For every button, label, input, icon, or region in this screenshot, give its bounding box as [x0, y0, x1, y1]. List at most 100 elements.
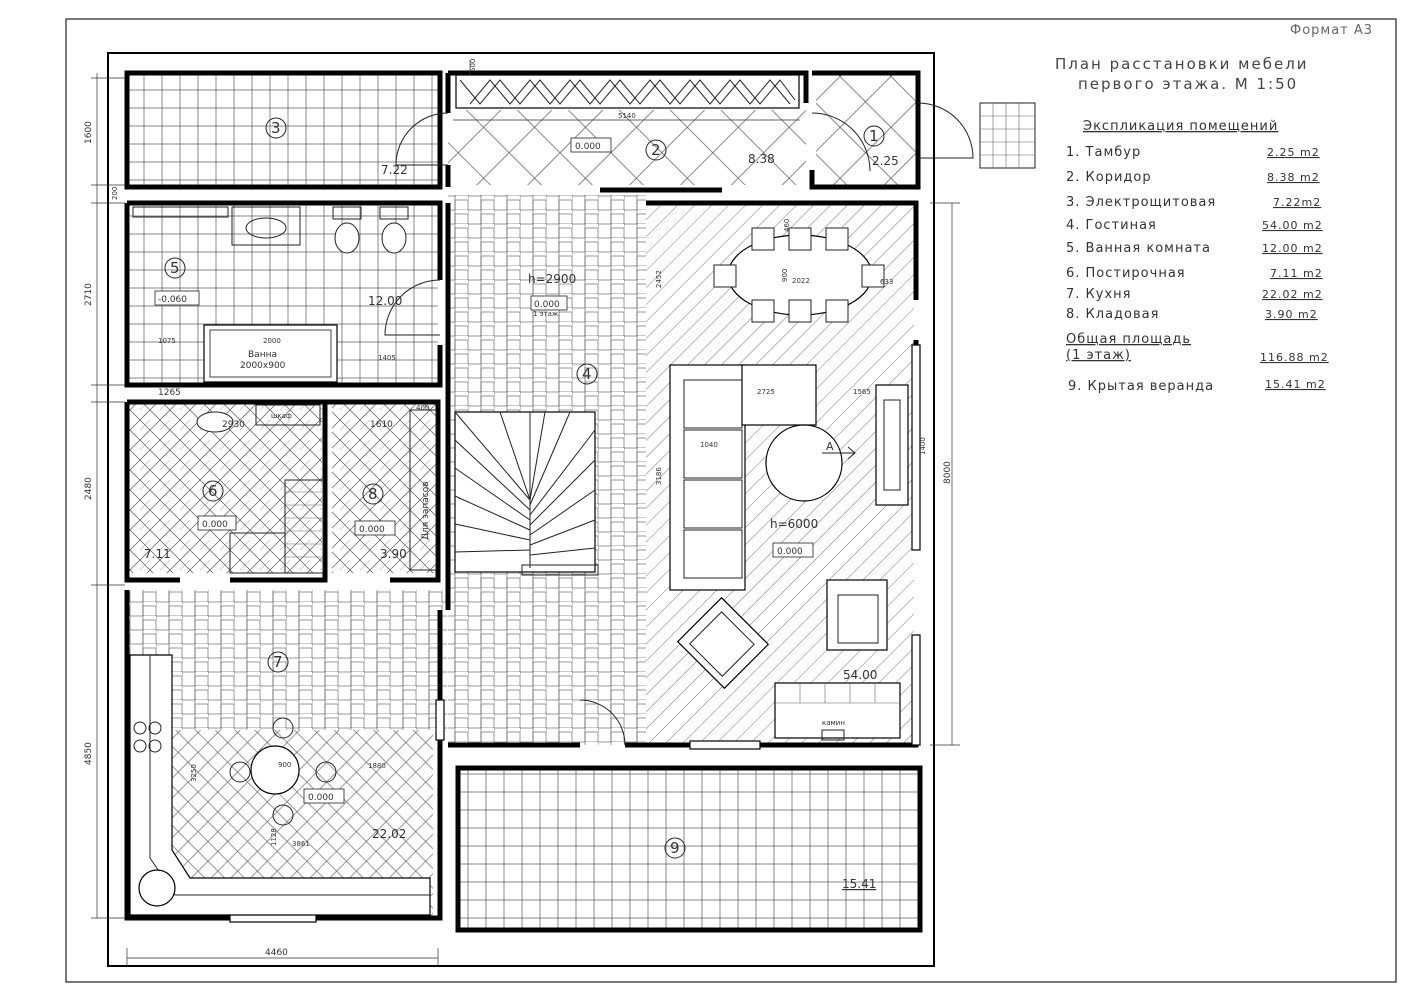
outer-frame	[65, 18, 1397, 983]
room-1-number: 1	[869, 127, 879, 145]
room-9-number: 9	[670, 839, 680, 857]
dim-500: 500	[469, 59, 477, 72]
legend-item-area: 8.38 m2	[1267, 171, 1320, 184]
legend-item-area: 7.11 m2	[1270, 267, 1323, 280]
dim-3250: 3250	[190, 764, 198, 782]
legend-item-name: 6. Постирочная	[1066, 266, 1186, 281]
dim-2930: 2930	[222, 420, 245, 430]
legend-item-area: 7.22m2	[1273, 196, 1321, 209]
kitchen-upper-floor	[127, 590, 447, 730]
room-4-level: 0.000	[534, 300, 560, 310]
room-2-number: 2	[651, 141, 661, 159]
dim-2480: 2480	[84, 477, 94, 500]
dim-460: 460	[783, 219, 791, 232]
legend-item-name: 5. Ванная комната	[1066, 241, 1211, 256]
room-7-number: 7	[273, 653, 283, 671]
utility-fixtures	[196, 404, 437, 574]
plan-title-line1: План расстановки мебели	[1055, 55, 1309, 73]
room-2-level: 0.000	[575, 142, 601, 152]
room-7-level: 0.000	[308, 793, 334, 803]
dim-3186: 3186	[655, 467, 663, 485]
dim-4850: 4850	[84, 742, 94, 765]
entrance-steps	[979, 102, 1036, 169]
dim-2000: 2000	[263, 337, 281, 345]
dim-2710: 2710	[84, 283, 94, 306]
legend-veranda-area: 15.41 m2	[1265, 378, 1326, 391]
legend-item-name: 2. Коридор	[1066, 170, 1152, 185]
living-furniture	[669, 364, 909, 741]
kitchen-furniture	[129, 654, 431, 916]
room-1-area: 2.25	[872, 154, 899, 168]
dining-table	[713, 227, 885, 323]
dim-8000: 8000	[943, 461, 953, 484]
room-8-floor	[332, 403, 438, 573]
room-4-floor: 1 этаж	[533, 310, 559, 318]
dim-900-kitchen: 900	[278, 761, 291, 769]
room-3-floor	[127, 75, 438, 185]
room-labels: 3 7.22 2 0.000 8.38 1 2.25 5 -0.060 12.0…	[144, 117, 899, 891]
staircase	[454, 411, 599, 576]
dim-1565: 1565	[853, 388, 871, 396]
dim-5140: 5140	[618, 112, 636, 120]
living-area: 54.00	[843, 668, 877, 682]
corridor-wardrobe	[455, 74, 800, 109]
dimension-lines	[91, 60, 960, 966]
section-mark: А	[826, 440, 834, 453]
room-5-number: 5	[170, 259, 180, 277]
legend-item-name: 1. Тамбур	[1066, 145, 1141, 160]
dim-1610: 1610	[370, 420, 393, 430]
room-2-floor	[448, 110, 806, 185]
legend-heading: Экспликация помещений	[1083, 119, 1278, 134]
dim-1400: 1400	[919, 437, 927, 455]
legend-item-area: 2.25 m2	[1267, 146, 1320, 159]
room-7-area: 22.02	[372, 827, 406, 841]
dim-1128: 1128	[270, 828, 278, 846]
dim-1265: 1265	[158, 388, 181, 398]
dim-633: 633	[880, 278, 893, 286]
room-8-number: 8	[368, 485, 378, 503]
dim-1040: 1040	[700, 441, 718, 449]
dim-1880: 1880	[368, 762, 386, 770]
room-5-level: -0.060	[158, 295, 187, 305]
legend-item-area: 12.00 m2	[1262, 242, 1323, 255]
legend-item-name: 8. Кладовая	[1066, 307, 1159, 322]
room-6-floor	[127, 403, 322, 573]
legend-item-area: 22.02 m2	[1262, 288, 1323, 301]
legend-item-name: 7. Кухня	[1066, 287, 1131, 302]
room-8-level: 0.000	[359, 525, 385, 535]
room-3-number: 3	[271, 119, 281, 137]
dim-2022: 2022	[792, 277, 810, 285]
bath-label: Ванна	[248, 350, 277, 360]
dim-200: 200	[111, 187, 119, 200]
dim-1600: 1600	[84, 121, 94, 144]
fireplace-label: камин	[822, 719, 845, 727]
bath-size: 2000x900	[240, 361, 286, 371]
dim-3861: 3861	[292, 840, 310, 848]
dim-900: 900	[781, 269, 789, 282]
dimension-labels: 1600 200 2710 2480 4850 4460 8000 500 51…	[84, 59, 953, 958]
plan-frame	[107, 52, 935, 967]
dim-4460: 4460	[265, 948, 288, 958]
legend-total-label-2: (1 этаж)	[1066, 348, 1131, 363]
cabinet-label: шкаф	[271, 412, 292, 420]
room-6-level: 0.000	[202, 520, 228, 530]
legend-item-name: 3. Электрощитовая	[1066, 195, 1216, 210]
dim-2452: 2452	[655, 270, 663, 288]
room-4-height: h=2900	[528, 272, 576, 286]
dim-1075: 1075	[158, 337, 176, 345]
legend-total-area: 116.88 m2	[1260, 351, 1329, 364]
room-2-area: 8.38	[748, 152, 775, 166]
doors	[384, 102, 974, 746]
legend-veranda-name: 9. Крытая веранда	[1068, 379, 1214, 394]
room-6-area: 7.11	[144, 547, 171, 561]
plan-title-line2: первого этажа. М 1:50	[1078, 75, 1298, 93]
room-3-area: 7.22	[381, 163, 408, 177]
bathroom-fixtures	[132, 206, 409, 383]
living-level: 0.000	[777, 547, 803, 557]
veranda-floor	[458, 770, 920, 928]
dim-2725: 2725	[757, 388, 775, 396]
legend-total-label: Общая площадь	[1066, 332, 1191, 347]
storage-shelf-label: Для запасов	[421, 481, 431, 540]
room-9-area: 15.41	[842, 877, 876, 891]
